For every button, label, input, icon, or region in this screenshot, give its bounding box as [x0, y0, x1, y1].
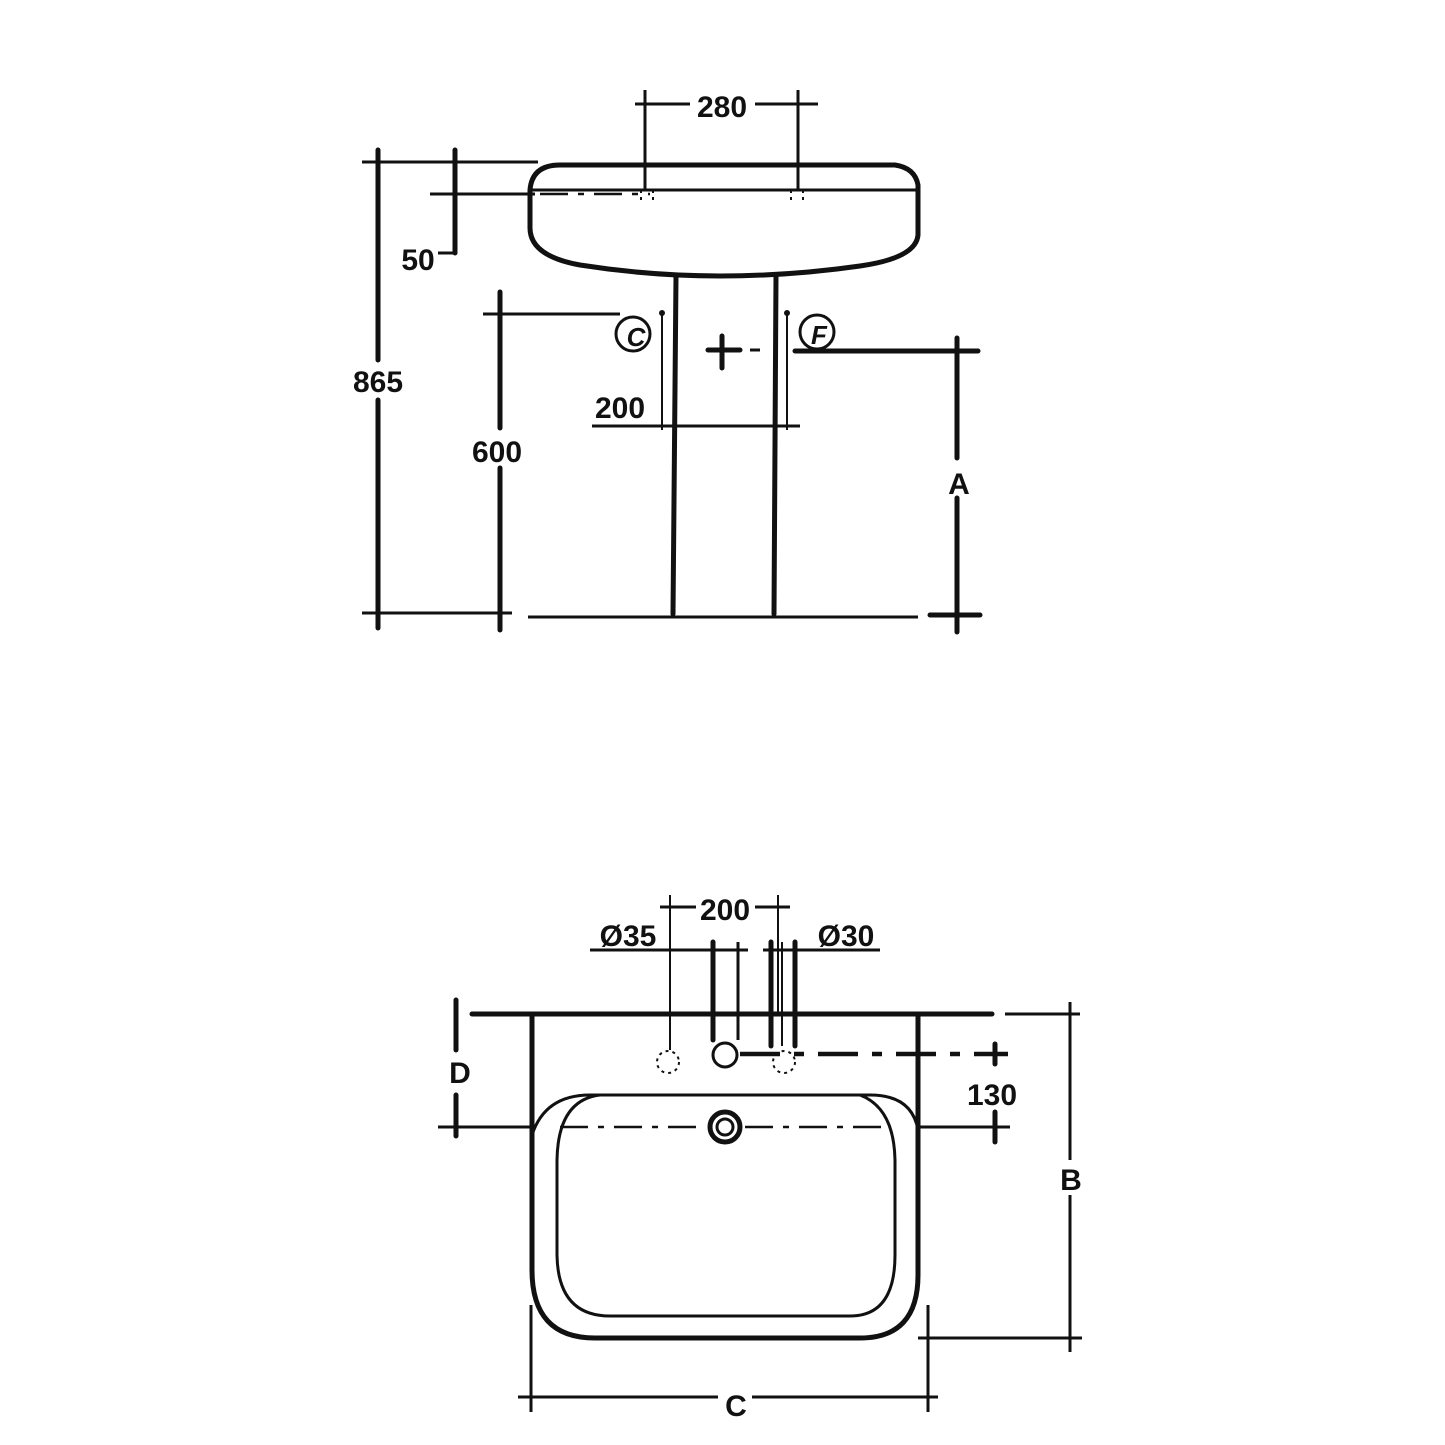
tap-hole-right-dotted — [772, 1050, 796, 1074]
supply-cold-symbol — [614, 315, 652, 353]
pedestal-left-edge — [670, 273, 679, 617]
dim-865-label: 865 — [353, 366, 403, 399]
dim-600-label: 600 — [472, 436, 522, 469]
supply-hot-label: F — [811, 320, 828, 350]
tap-hole-centre — [711, 1041, 739, 1069]
dim-b-label: B — [1060, 1164, 1082, 1197]
front-view: 280 865 50 600 C F 200 — [353, 90, 983, 635]
dim-280-label: 280 — [697, 91, 747, 124]
dim-200-front-label: 200 — [595, 392, 645, 425]
dim-c-label: C — [725, 1390, 747, 1423]
dim-a-label: A — [948, 468, 970, 501]
bowl-rim-outline — [530, 1093, 920, 1136]
dim-200-front-dot — [659, 310, 665, 316]
tap-hole-right — [790, 190, 804, 202]
waste-outlet-inner — [715, 1117, 735, 1137]
dim-d-label: D — [449, 1057, 471, 1090]
supply-cold-label: C — [627, 322, 647, 352]
dim-50-label: 50 — [401, 244, 434, 277]
basin-outer-outline — [529, 1011, 921, 1341]
pedestal-right-edge — [771, 273, 779, 617]
basin-outline — [527, 162, 921, 279]
bowl-inner-outline — [555, 1093, 897, 1318]
tap-hole-left-dotted — [656, 1050, 680, 1074]
tap-hole-left — [640, 190, 654, 202]
dim-200-plan-label: 200 — [700, 894, 750, 927]
dim-30-label: Ø30 — [818, 920, 875, 953]
waste-outlet-outer — [707, 1109, 743, 1145]
dim-130-label: 130 — [967, 1079, 1017, 1112]
plan-view: 200 Ø35 Ø30 D 130 B C — [438, 894, 1082, 1423]
dim-200-front-dot — [784, 310, 790, 316]
dim-35-label: Ø35 — [600, 920, 657, 953]
